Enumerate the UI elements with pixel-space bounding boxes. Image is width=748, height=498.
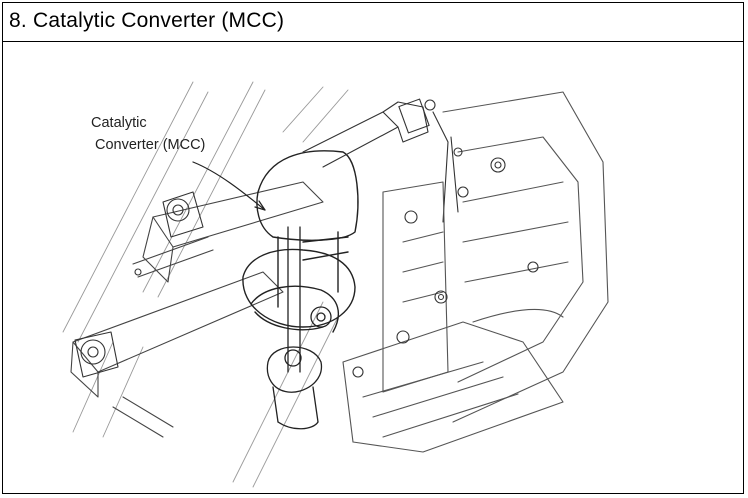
- callout-label-line1: Catalytic: [91, 115, 147, 131]
- engine-illustration: [62, 81, 609, 488]
- engine-block: [342, 91, 609, 453]
- mount-bolts: [74, 191, 204, 378]
- upper-pipe: [302, 98, 459, 223]
- engine-bolts: [134, 147, 539, 378]
- catalytic-converter-body: [242, 150, 359, 333]
- diagram-figure: Catalytic Converter (MCC): [3, 42, 743, 493]
- exhaust-pipe: [266, 226, 332, 430]
- callout-leader: [192, 161, 266, 211]
- background-hatching: [62, 81, 349, 488]
- title-row: 8. Catalytic Converter (MCC): [3, 3, 743, 42]
- section-title: 8. Catalytic Converter (MCC): [9, 9, 285, 32]
- callout-label-line2: Converter (MCC): [95, 137, 206, 153]
- frame-rail: [70, 181, 324, 438]
